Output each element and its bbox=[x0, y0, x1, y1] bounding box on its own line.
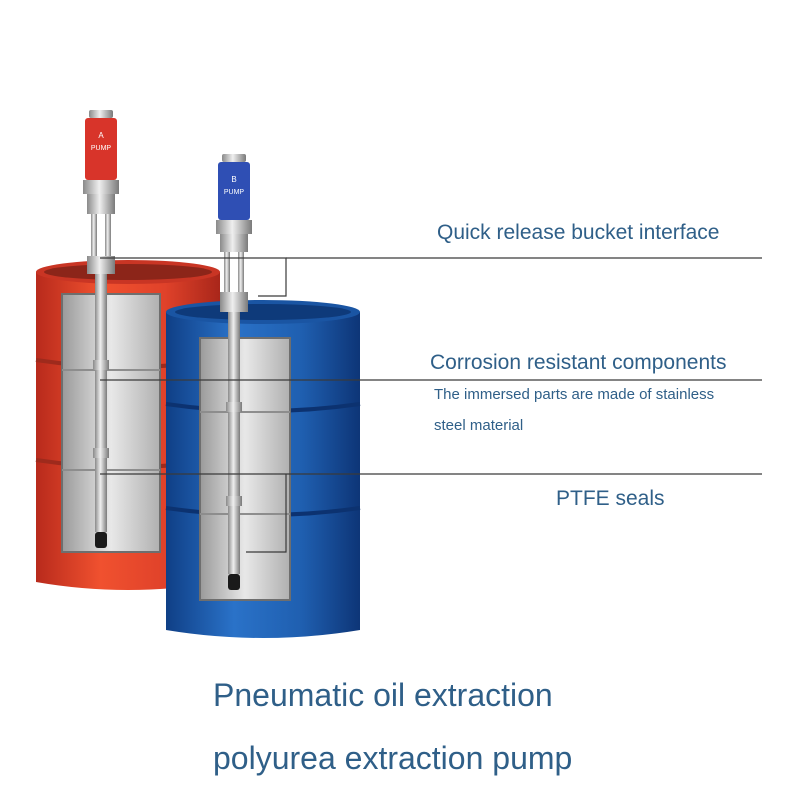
pump-b-word: PUMP bbox=[224, 189, 245, 196]
pump-a: A PUMP bbox=[83, 110, 119, 548]
callout-corrosion-note-1: The immersed parts are made of stainless bbox=[434, 386, 715, 403]
title-line-1: Pneumatic oil extraction bbox=[213, 677, 553, 713]
pump-b-label-body bbox=[218, 162, 250, 220]
callout-corrosion-label: Corrosion resistant components bbox=[430, 351, 727, 374]
callout-line-interface-a bbox=[100, 257, 287, 297]
pump-b-letter: B bbox=[231, 175, 236, 184]
pump-a-word: PUMP bbox=[91, 145, 112, 152]
pump-b-intake bbox=[228, 574, 240, 590]
title-line-2: polyurea extraction pump bbox=[213, 740, 573, 776]
callout-interface-label: Quick release bucket interface bbox=[437, 221, 720, 244]
callout-corrosion-note-2: steel material bbox=[434, 417, 524, 434]
pump-a-label-body bbox=[85, 118, 117, 180]
callout-seals-label: PTFE seals bbox=[556, 487, 665, 510]
callout-line-seals-b bbox=[246, 474, 287, 553]
pump-a-intake bbox=[95, 532, 107, 548]
pump-a-letter: A bbox=[98, 131, 104, 140]
callout-lines bbox=[100, 257, 762, 553]
blue-drum bbox=[165, 300, 361, 638]
pump-b: B PUMP bbox=[216, 154, 252, 590]
